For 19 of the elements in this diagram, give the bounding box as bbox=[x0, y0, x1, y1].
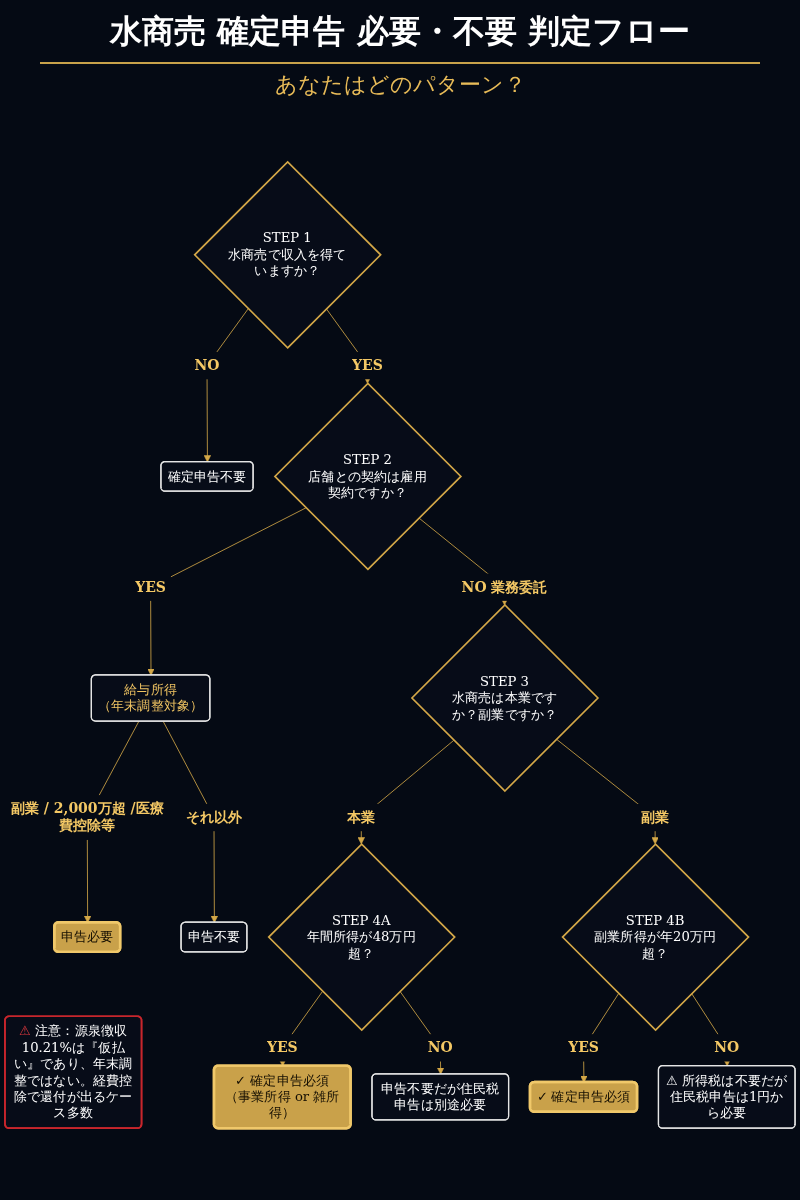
edge-label: YES bbox=[266, 1039, 298, 1056]
edge-label: NO 業務委託 bbox=[461, 578, 548, 595]
edge-label: NO bbox=[194, 356, 220, 374]
title: 水商売 確定申告 必要・不要 判定フロー bbox=[110, 11, 690, 52]
node-diamond: STEP 2 店舗との契約は雇用契約ですか？ bbox=[273, 382, 463, 571]
node-diamond: STEP 1 水商売で収入を得ていますか？ bbox=[193, 160, 382, 349]
node-diamond: STEP 4B 副業所得が年20万円超？ bbox=[561, 842, 750, 1032]
edge-label: YES bbox=[568, 1039, 599, 1056]
edge-label: NO bbox=[714, 1039, 740, 1056]
edge-label: YES bbox=[352, 356, 383, 374]
node-diamond: STEP 3 水商売は本業ですか？副業ですか？ bbox=[410, 603, 600, 793]
edge-label: それ以外 bbox=[185, 808, 242, 826]
edge-label: 副業 / 2,000万超 /医療費控除等 bbox=[10, 800, 164, 834]
edge-label: NO bbox=[427, 1039, 453, 1056]
edge-label: 本業 bbox=[347, 808, 376, 826]
edge-label: 副業 bbox=[641, 808, 670, 826]
node-diamond: STEP 4A 年間所得が48万円超？ bbox=[267, 842, 456, 1032]
edge-label: YES bbox=[135, 578, 166, 595]
subtitle: あなたはどのパターン？ bbox=[274, 71, 526, 99]
